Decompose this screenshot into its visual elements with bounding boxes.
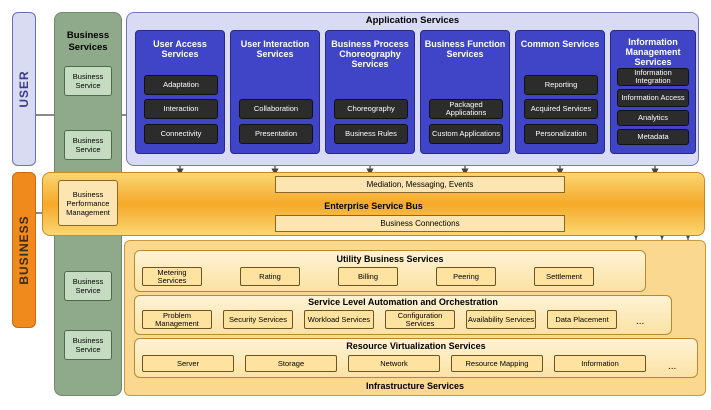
utility-item: Billing: [338, 267, 398, 286]
app-column-information-management: Information Management Services Informat…: [610, 30, 696, 154]
business-service-box: Business Service: [64, 271, 112, 301]
esb-top-bar: Mediation, Messaging, Events: [275, 176, 565, 193]
app-column-business-process: Business Process Choreography Services C…: [325, 30, 415, 154]
rv-item: Network: [348, 355, 440, 372]
app-column-title: Business Function Services: [424, 39, 506, 59]
app-item: Metadata: [617, 129, 689, 145]
sla-item: Configuration Services: [385, 310, 455, 329]
service-level-automation-title: Service Level Automation and Orchestrati…: [308, 297, 498, 307]
business-services-title: Business Services: [66, 30, 110, 53]
sla-item: Security Services: [223, 310, 293, 329]
resource-virtualization-title: Resource Virtualization Services: [346, 341, 486, 351]
app-column-title: Common Services: [520, 39, 600, 49]
app-item: Custom Applications: [429, 124, 503, 144]
business-service-box: Business Service: [64, 330, 112, 360]
user-band-label: USER: [17, 70, 31, 108]
app-item: Personalization: [524, 124, 598, 144]
app-item: Packaged Applications: [429, 99, 503, 119]
user-band: USER: [12, 12, 36, 166]
app-item: Adaptation: [144, 75, 218, 95]
app-item: Information Access: [617, 89, 689, 107]
rv-item: Server: [142, 355, 234, 372]
app-column-title: User Interaction Services: [240, 39, 310, 59]
app-column-title: User Access Services: [153, 39, 207, 59]
app-item: Acquired Services: [524, 99, 598, 119]
app-column-common: Common Services Reporting Acquired Servi…: [515, 30, 605, 154]
business-band: BUSINESS: [12, 172, 36, 328]
utility-item: Settlement: [534, 267, 594, 286]
rv-item: Storage: [245, 355, 337, 372]
utility-item: Rating: [240, 267, 300, 286]
business-performance-management: Business Performance Management: [58, 180, 118, 226]
app-item: Presentation: [239, 124, 313, 144]
app-item: Information Integration: [617, 68, 689, 86]
business-band-label: BUSINESS: [17, 215, 31, 285]
business-service-box: Business Service: [64, 66, 112, 96]
rv-more: ...: [668, 361, 677, 372]
utility-item: Metering Services: [142, 267, 202, 286]
rv-item: Information: [554, 355, 646, 372]
sla-item: Workload Services: [304, 310, 374, 329]
app-item: Interaction: [144, 99, 218, 119]
app-item: Connectivity: [144, 124, 218, 144]
app-item: Collaboration: [239, 99, 313, 119]
utility-business-title: Utility Business Services: [336, 254, 444, 264]
app-item: Business Rules: [334, 124, 408, 144]
esb-bottom-bar: Business Connections: [275, 215, 565, 232]
esb-title: Enterprise Service Bus: [324, 201, 423, 211]
rv-item: Resource Mapping: [451, 355, 543, 372]
sla-item: Data Placement: [547, 310, 617, 329]
app-item: Choreography: [334, 99, 408, 119]
infrastructure-services-title: Infrastructure Services: [365, 381, 465, 391]
app-column-title: Information Management Services: [625, 37, 681, 67]
application-services-title: Application Services: [365, 15, 460, 26]
app-column-user-interaction: User Interaction Services Collaboration …: [230, 30, 320, 154]
sla-more: ...: [636, 316, 645, 327]
app-item: Reporting: [524, 75, 598, 95]
utility-item: Peering: [436, 267, 496, 286]
app-column-user-access: User Access Services Adaptation Interact…: [135, 30, 225, 154]
app-item: Analytics: [617, 110, 689, 126]
app-column-business-function: Business Function Services Packaged Appl…: [420, 30, 510, 154]
business-service-box: Business Service: [64, 130, 112, 160]
sla-item: Problem Management: [142, 310, 212, 329]
app-column-title: Business Process Choreography Services: [331, 39, 409, 69]
sla-item: Availability Services: [466, 310, 536, 329]
